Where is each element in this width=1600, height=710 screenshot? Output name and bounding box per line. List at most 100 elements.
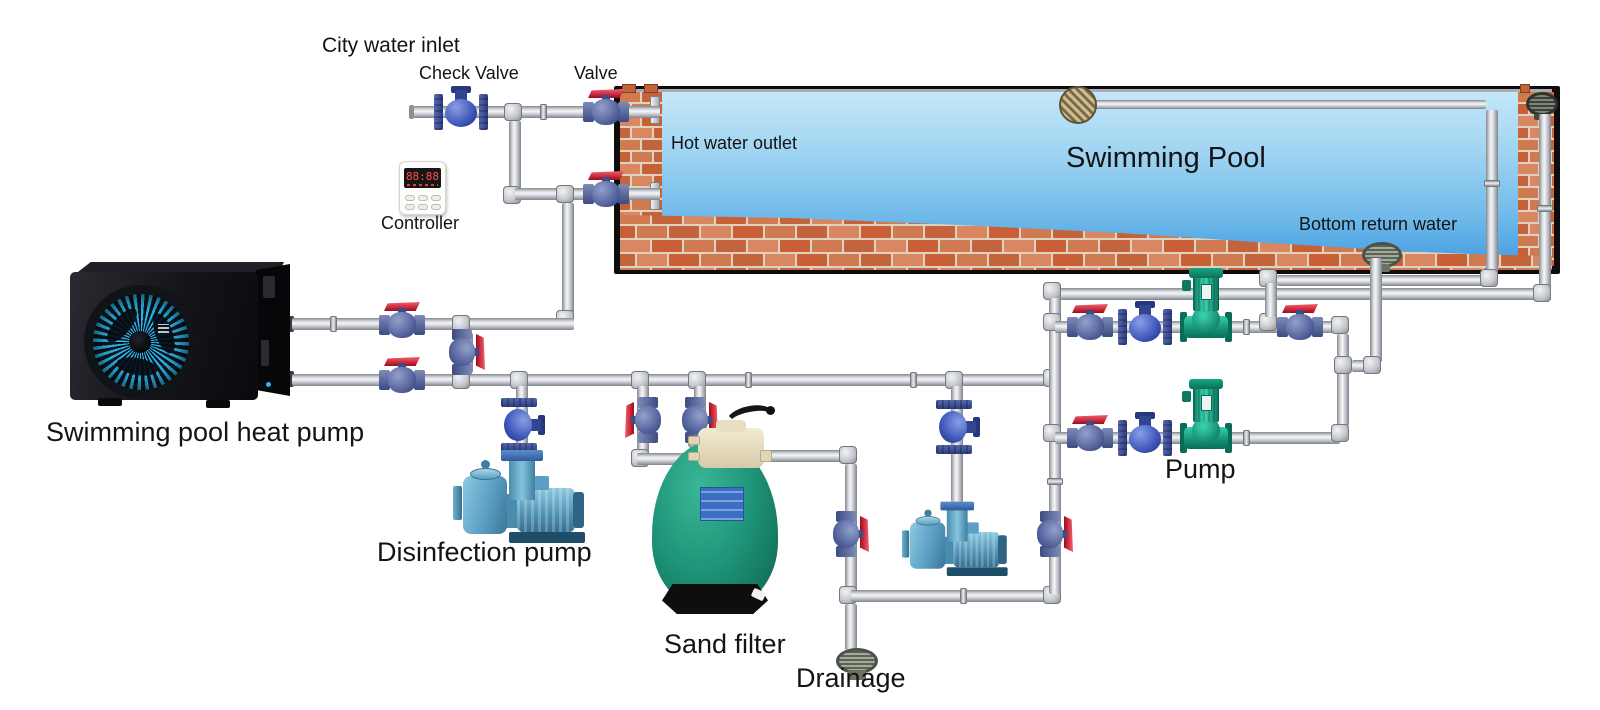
brick [1518,200,1528,210]
pipe [509,121,521,193]
brick [1518,236,1538,246]
brick [620,200,630,210]
brick [620,152,630,162]
pipe-collar [745,372,752,388]
pipe-collar [1243,319,1250,335]
brick [1518,104,1528,114]
brick [620,176,630,186]
swimming-pool-label: Swimming Pool [1066,142,1266,174]
pipe [851,590,1051,602]
brick [893,254,923,266]
ball-valve-icon [1067,304,1113,340]
brick [893,226,923,238]
pipe-tee [504,103,522,121]
disinfection-pump-icon [453,448,589,548]
multiport-valve-icon [698,428,764,468]
brick [876,268,906,270]
bottom-return-water-label: Bottom return water [1299,214,1458,234]
valve-handle-knob [766,406,775,415]
brick [1552,128,1554,138]
controller-button [431,195,441,201]
brick [1309,254,1339,266]
ball-valve-icon [449,329,485,375]
brick [844,240,874,252]
pipe-elbow [1331,316,1349,334]
brick [701,226,731,238]
brick [1552,248,1554,258]
brick [1181,254,1211,266]
brick [989,254,1019,266]
controller-display: 88:88 [404,168,441,188]
check-valve-icon [1118,301,1172,347]
controller-button [405,195,415,201]
brick [733,226,763,238]
brick [632,200,652,210]
brick [1501,254,1531,266]
unit-foot [206,400,230,408]
brick [1164,240,1194,252]
brick [876,240,906,252]
pipe [1370,258,1382,362]
brick [1132,240,1162,252]
pipe-elbow [839,446,857,464]
brick [1518,188,1538,198]
brick [940,240,970,252]
brick [1004,240,1034,252]
side-vent [261,340,269,366]
brick [1068,240,1098,252]
brick [669,226,699,238]
case-vent [72,349,81,361]
brick [620,92,640,102]
brick [637,226,667,238]
controller-button [405,204,415,210]
brick [1021,254,1051,266]
brick [908,240,938,252]
brick [1228,268,1258,270]
pipe [1265,283,1277,317]
ball-valve-icon [833,511,869,557]
brick [1552,224,1554,234]
brick [1518,176,1528,186]
brick [1036,240,1066,252]
brick [1100,240,1130,252]
pipe [1337,334,1349,426]
controller-button [431,204,441,210]
valve-port [688,452,700,461]
pipe-elbow [1363,356,1381,374]
brick [1437,254,1467,266]
pipe [292,318,574,330]
brick [1164,268,1194,270]
pipe-collar [960,588,967,604]
brick [632,152,652,162]
drainage-label: Drainage [796,663,906,693]
pipe [1486,110,1498,276]
brick [1388,268,1418,270]
pipe [845,604,857,650]
brick [1277,254,1307,266]
brick [632,176,652,186]
brick [925,254,955,266]
filtration-pump-icon [902,500,1011,580]
pipe-collar [540,104,547,120]
multiport-valve-cap [716,420,746,432]
brick [972,268,1002,270]
brick [1004,268,1034,270]
circulation-pump-icon [1180,379,1232,453]
wall-merlon [644,84,658,93]
hot-water-outlet-label: Hot water outlet [671,133,798,153]
wall-merlon [1520,84,1530,93]
brick [716,268,746,270]
brick [1053,254,1083,266]
pipe-collar [910,372,917,388]
pipe [1092,100,1486,109]
brick [620,226,635,238]
brick [1068,268,1098,270]
brick [1518,212,1538,222]
fan-hub [129,331,151,353]
brick [652,215,682,224]
brick [684,268,714,270]
pipe-collar [1484,180,1500,187]
brick [1292,268,1322,270]
brick [925,226,955,238]
